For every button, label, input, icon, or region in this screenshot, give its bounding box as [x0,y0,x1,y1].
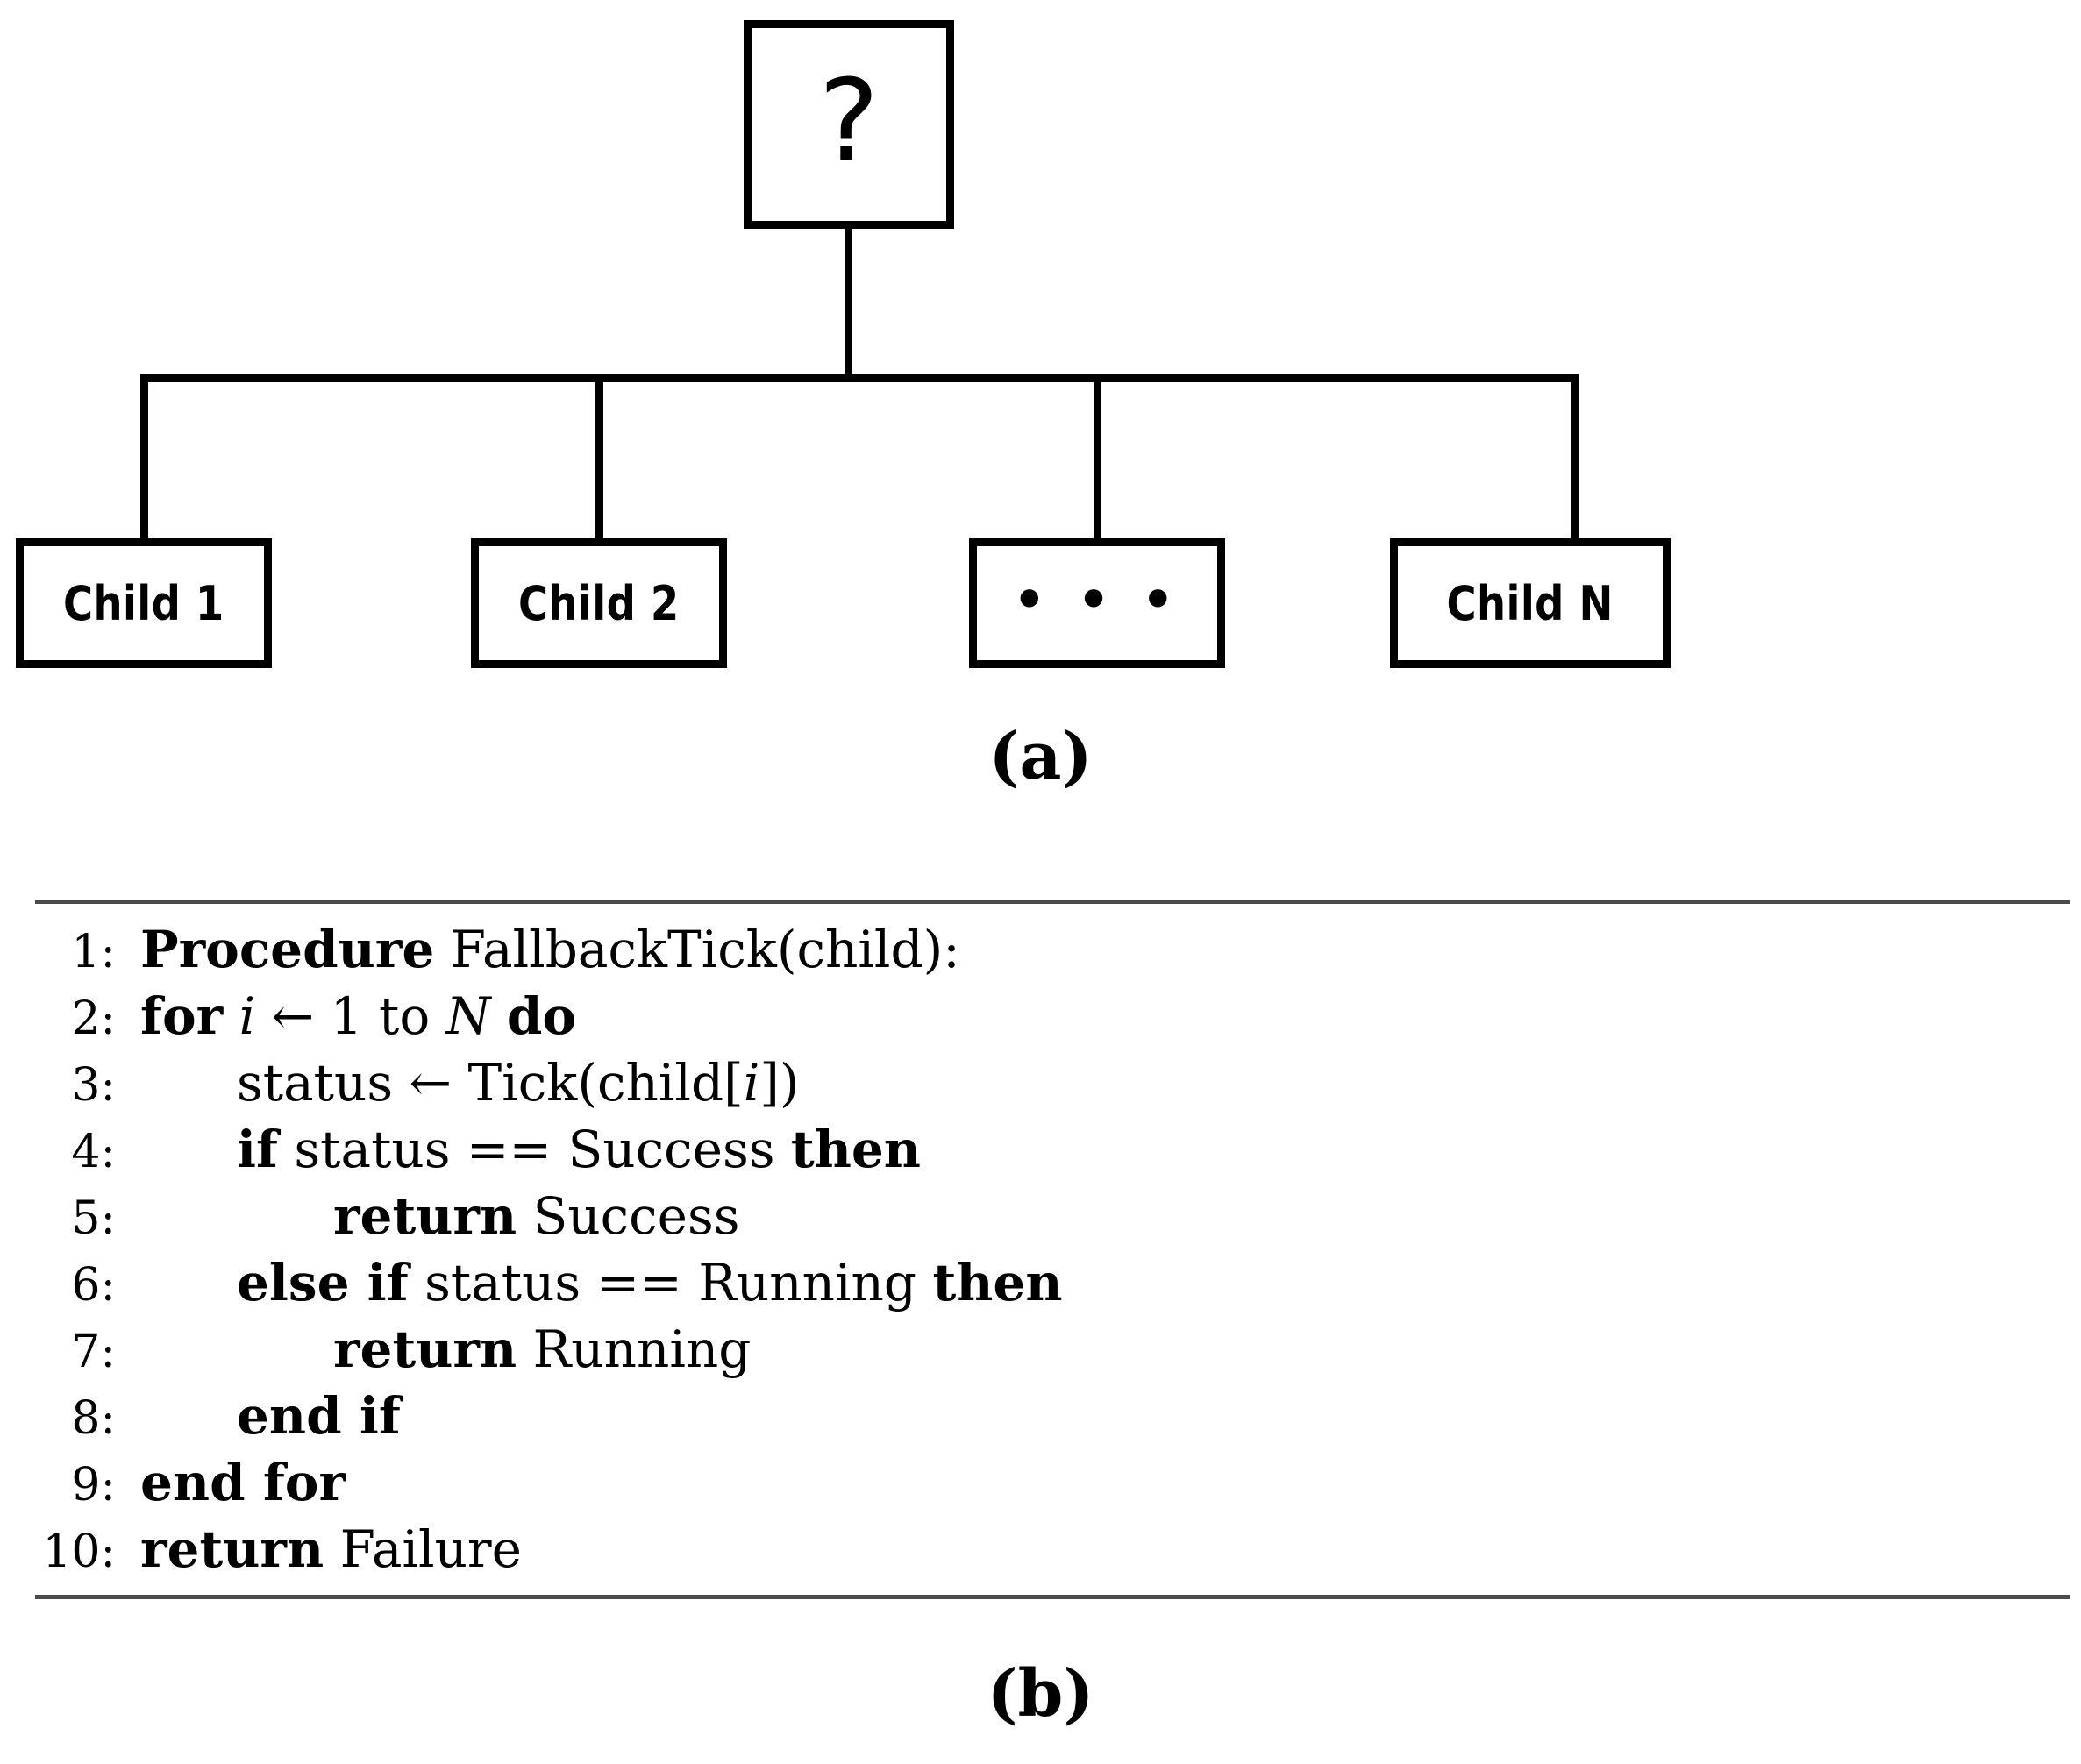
connector-horizontal-bar [140,374,1579,382]
connector-drop-child-4 [1571,374,1579,541]
algorithm-line-number: 1: [71,926,116,978]
algorithm-line-code: if status == Success then [212,1116,921,1183]
child-node-2: Child 2 [471,538,727,668]
connector-drop-child-3 [1094,374,1101,541]
connector-drop-child-1 [140,374,148,541]
child-node-n: Child N [1390,538,1671,668]
algorithm-block: 1:Procedure FallbackTick(child):2:for i … [35,900,2070,1599]
algorithm-line: 6: else if status == Running then [35,1249,2070,1316]
algorithm-line-code: status ← Tick(child[i]) [212,1049,800,1116]
algorithm-text [490,986,506,1046]
algorithm-line-code: Procedure FallbackTick(child): [116,916,960,983]
algorithm-keyword: then [790,1120,921,1179]
algorithm-line-number: 6: [71,1259,116,1312]
algorithm-line-number: 3: [71,1059,116,1112]
child-node-1-label: Child 1 [63,575,224,631]
algorithm-line: 2:for i ← 1 to N do [35,983,2070,1049]
question-mark-icon: ? [818,54,880,188]
algorithm-line-code: for i ← 1 to N do [116,983,576,1049]
algorithm-line: 10:return Failure [35,1516,2070,1583]
algorithm-keyword: for [140,986,224,1046]
algorithm-keyword: return [140,1519,324,1579]
child-node-1: Child 1 [16,538,272,668]
algorithm-line-code: return Failure [116,1516,522,1583]
algorithm-text: ]) [759,1053,800,1113]
algorithm-text: Success [517,1186,740,1246]
algorithm-text: Failure [324,1519,522,1579]
algorithm-text: ← 1 to [255,986,446,1046]
behavior-tree-diagram: ? Child 1 Child 2 • • • Child N (a) [0,0,2081,842]
algorithm-keyword: end if [237,1386,401,1446]
algorithm-line: 5: return Success [35,1183,2070,1249]
algorithm-line: 1:Procedure FallbackTick(child): [35,916,2070,983]
child-node-n-label: Child N [1446,575,1614,631]
algorithm-line-code: end if [212,1383,401,1449]
algorithm-line-number: 4: [71,1126,116,1178]
algorithm-line-code: else if status == Running then [212,1249,1063,1316]
algorithm-text: status == Running [408,1253,933,1312]
algorithm-keyword: do [506,986,577,1046]
algorithm-line: 4: if status == Success then [35,1116,2070,1183]
algorithm-line-number: 10: [42,1526,116,1578]
algorithm-line-code: return Running [309,1316,751,1383]
algorithm-text: FallbackTick(child): [434,920,960,979]
algorithm-text: status ← Tick(child[ [237,1053,744,1113]
connector-root-stem [845,227,852,381]
algorithm-line-number: 5: [71,1192,116,1245]
algorithm-keyword: return [333,1319,517,1379]
algorithm-variable: N [445,986,491,1046]
algorithm-line: 8: end if [35,1383,2070,1449]
algorithm-rule-bottom [35,1595,2070,1599]
algorithm-line: 7: return Running [35,1316,2070,1383]
subfigure-label-a: (a) [988,719,1093,794]
algorithm-variable: i [743,1053,760,1113]
algorithm-text [223,986,239,1046]
algorithm-keyword: then [932,1253,1063,1312]
algorithm-line-number: 9: [71,1459,116,1511]
algorithm-rule-top [35,900,2070,904]
algorithm-keyword: return [333,1186,517,1246]
algorithm-keyword: end for [140,1453,346,1512]
algorithm-text: status == Success [277,1120,791,1179]
child-node-2-label: Child 2 [518,575,680,631]
connector-drop-child-2 [595,374,603,541]
algorithm-line-list: 1:Procedure FallbackTick(child):2:for i … [35,904,2070,1588]
algorithm-line-number: 7: [71,1326,116,1378]
algorithm-line: 3: status ← Tick(child[i]) [35,1049,2070,1116]
algorithm-variable: i [239,986,256,1046]
algorithm-keyword: else if [237,1253,409,1312]
subfigure-label-b: (b) [987,1656,1094,1732]
algorithm-keyword: if [237,1120,278,1179]
fallback-root-node: ? [744,20,954,229]
child-node-ellipsis: • • • [969,538,1225,668]
algorithm-keyword: Procedure [140,920,435,979]
algorithm-line: 9: end for [35,1449,2070,1516]
ellipsis-icon: • • • [1013,570,1181,629]
algorithm-line-number: 8: [71,1392,116,1445]
algorithm-line-code: end for [116,1449,346,1516]
algorithm-line-code: return Success [309,1183,740,1249]
algorithm-line-number: 2: [71,992,116,1045]
algorithm-text: Running [517,1319,752,1379]
